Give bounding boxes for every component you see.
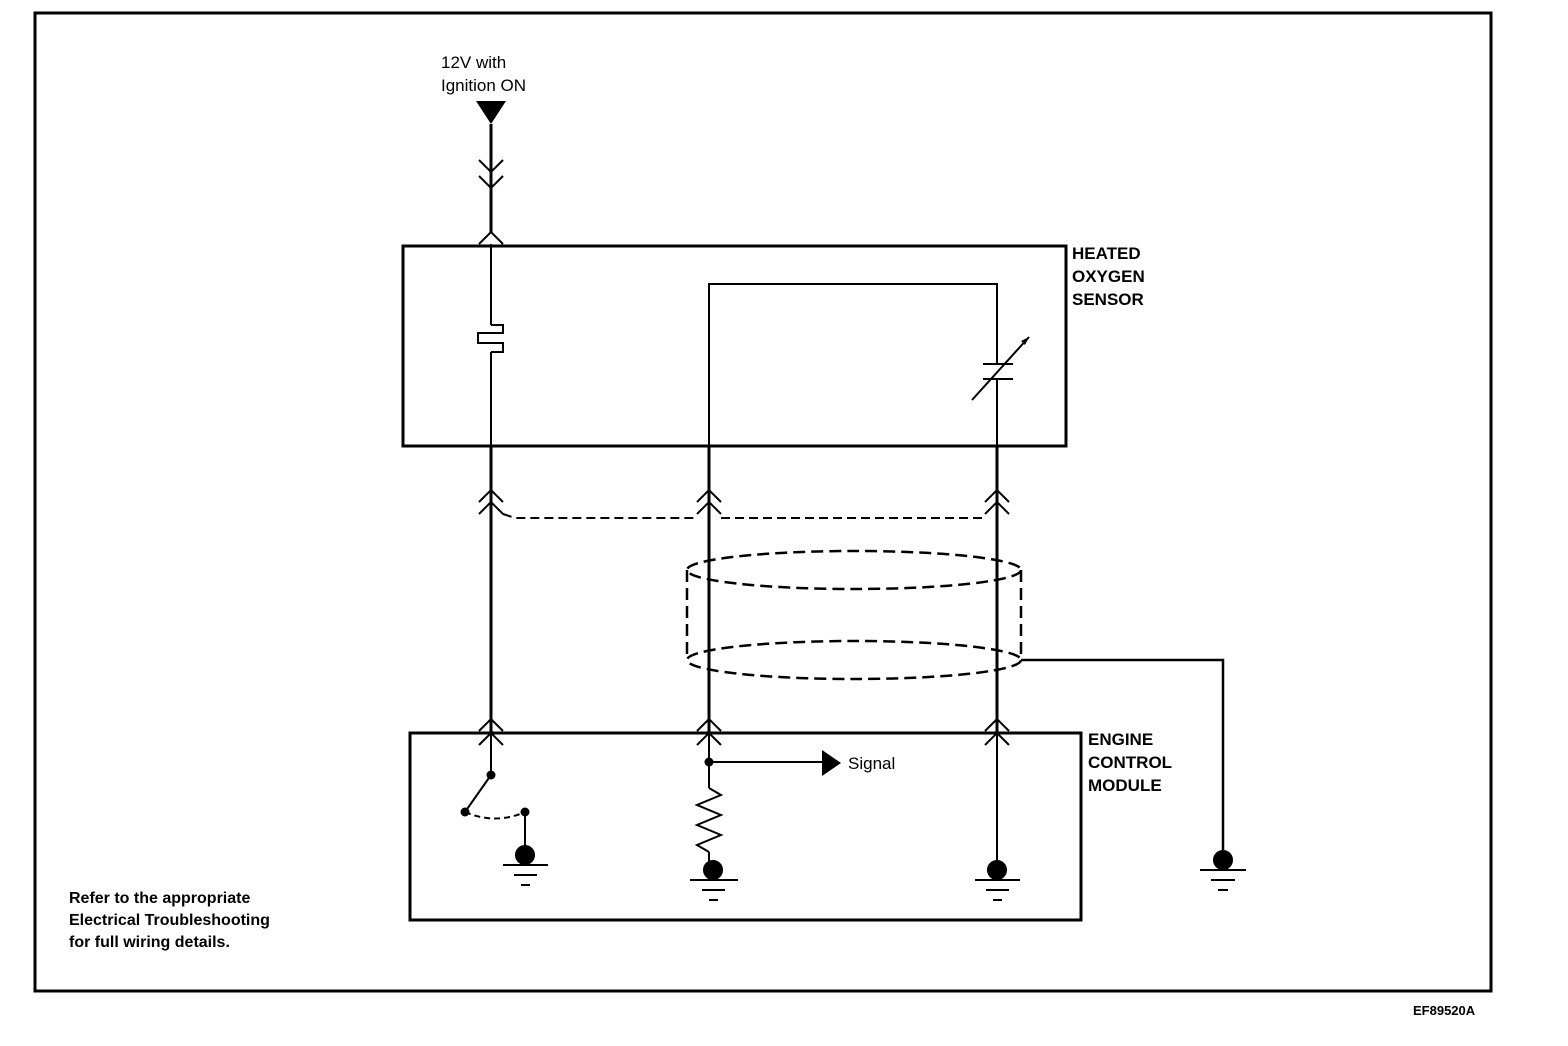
oxygen-sensing-element — [708, 283, 1030, 446]
ecm-label-line2: CONTROL — [1088, 753, 1172, 772]
power-supply-symbol — [476, 101, 506, 124]
sensor-label-line3: SENSOR — [1072, 290, 1144, 309]
resistor-ground-symbol — [690, 860, 738, 901]
heater-control-switch — [464, 733, 526, 850]
signal-arrow — [822, 750, 841, 776]
ecm-label-line3: MODULE — [1088, 776, 1162, 795]
shield-drain-wire — [1021, 658, 1225, 851]
heated-oxygen-sensor-box — [401, 244, 1068, 448]
switch-ground-symbol — [503, 845, 548, 886]
figure-code: EF89520A — [1413, 1003, 1476, 1018]
note-line2: Electrical Troubleshooting — [69, 912, 270, 929]
sensor-heater-connector-top — [478, 230, 504, 245]
shield-ground-symbol — [1200, 850, 1246, 891]
harness-wires — [489, 446, 999, 733]
ecm-label-line1: ENGINE — [1088, 730, 1153, 749]
signal-junction — [704, 757, 714, 767]
shielded-cable — [685, 549, 1023, 681]
outer-frame — [33, 11, 1493, 993]
supply-label-line1: 12V with — [441, 53, 506, 72]
sensor-label-line1: HEATED — [1072, 244, 1141, 263]
heater-element — [477, 244, 504, 446]
sensor-harness-connector — [478, 488, 1010, 519]
sensor-label-line2: OXYGEN — [1072, 267, 1145, 286]
signal-circuit — [694, 733, 822, 862]
note-line3: for full wiring details. — [69, 934, 230, 951]
supply-label-line2: Ignition ON — [441, 76, 526, 95]
supply-wire — [478, 124, 504, 233]
engine-control-module-box — [408, 731, 1083, 922]
note-line1: Refer to the appropriate — [69, 890, 250, 907]
signal-label: Signal — [848, 754, 895, 773]
switch-contacts — [460, 770, 530, 817]
sensor-ground-symbol — [975, 733, 1020, 901]
